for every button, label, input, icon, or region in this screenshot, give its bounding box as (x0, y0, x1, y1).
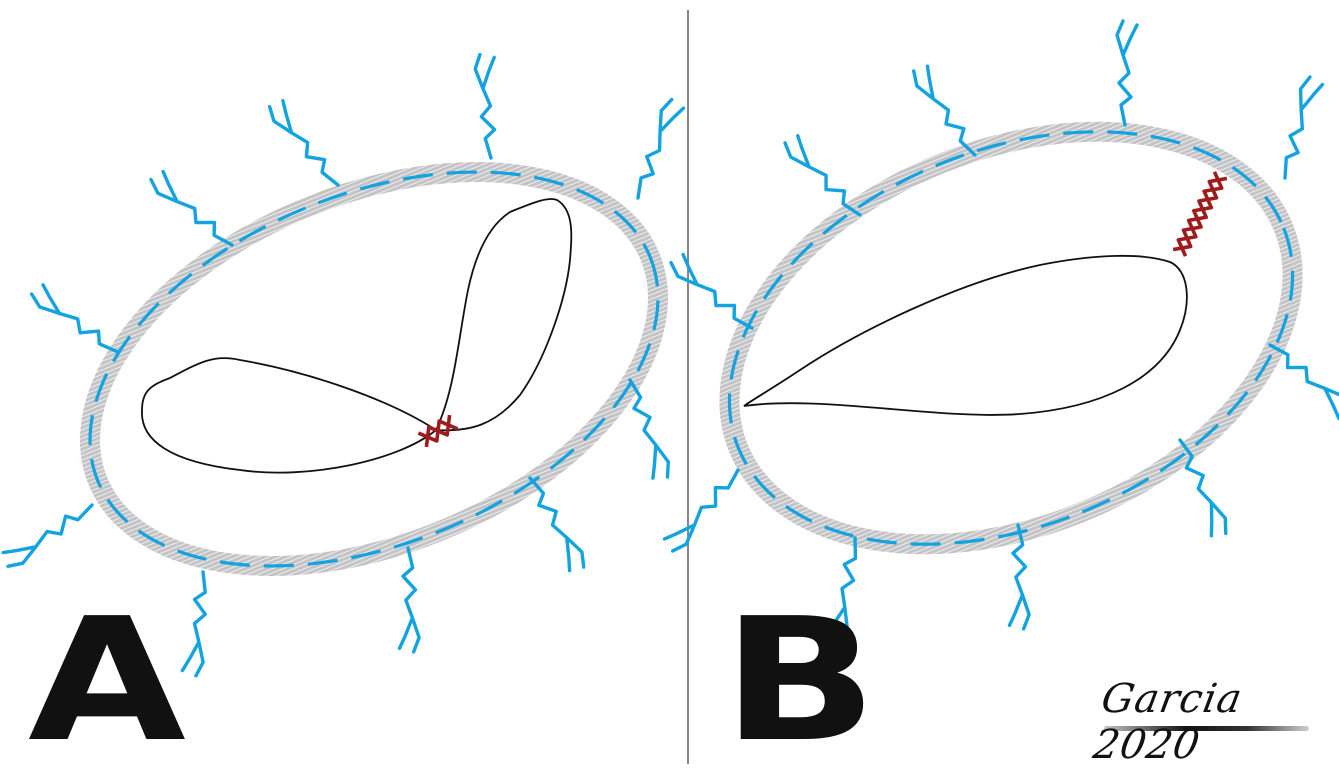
chromosome-a (142, 199, 571, 473)
appendage (265, 98, 347, 191)
appendage (1117, 21, 1137, 125)
signature: Garcia 2020 (1090, 676, 1339, 768)
cell-wall-a (32, 95, 716, 643)
signature-underline (1104, 726, 1309, 731)
panel-label-a: A (28, 596, 181, 766)
appendage (1277, 75, 1323, 181)
panel-b-cell (668, 54, 1339, 623)
appendage (396, 548, 420, 653)
panel-label-b: B (722, 596, 873, 766)
appendage (474, 53, 503, 158)
panel-a-cell (32, 95, 716, 643)
appendage (662, 462, 744, 555)
appendage (630, 98, 684, 203)
appendage (182, 571, 211, 676)
crosslink-b (1173, 172, 1227, 256)
appendages-b (662, 21, 1339, 642)
bacteria-diagram (0, 0, 1339, 764)
appendage (0, 495, 97, 571)
chromosome-b (744, 256, 1187, 415)
appendage (28, 283, 125, 359)
